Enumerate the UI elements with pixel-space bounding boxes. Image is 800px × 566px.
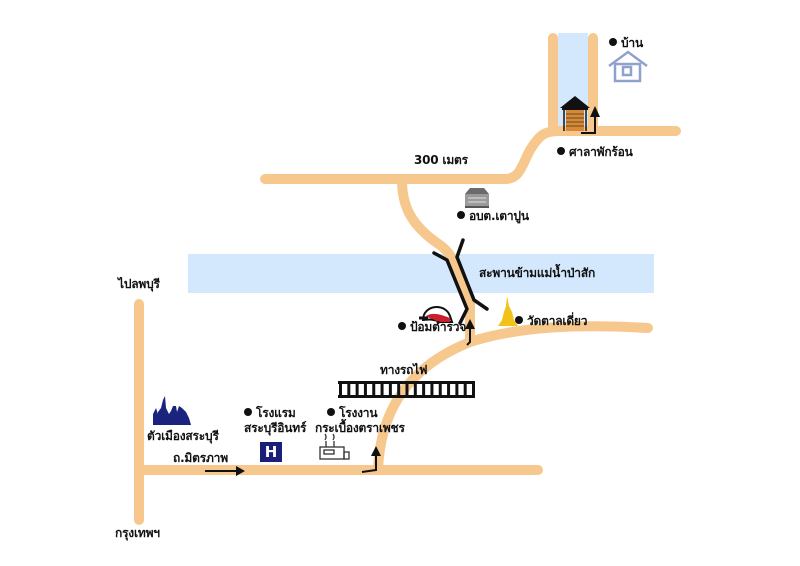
city-skyline-icon — [153, 396, 191, 425]
hotel-h-icon: H — [260, 442, 282, 462]
rail-sleeper — [422, 381, 426, 398]
direction-arrow-icon — [361, 446, 381, 473]
rail-sleeper — [339, 381, 342, 398]
label-text: สระบุรีอินทร์ — [244, 421, 307, 435]
rail-sleeper — [355, 381, 359, 398]
label-tao-pun-sao: อบต.เตาปูน — [457, 209, 529, 223]
rail-sleeper — [430, 381, 434, 398]
label-text: ศาลาพักร้อน — [569, 145, 633, 159]
road-bridge — [397, 175, 475, 347]
label-text: บ้าน — [621, 36, 643, 50]
rail-sleeper — [405, 381, 409, 398]
pasak-river — [188, 254, 654, 293]
rail-sleeper — [363, 381, 367, 398]
factory-icon — [319, 433, 350, 460]
direction-arrow-icon — [205, 466, 245, 476]
direction-arrow-icon — [581, 106, 600, 134]
rail-sleeper — [463, 381, 467, 398]
rail-sleeper — [472, 381, 475, 398]
house-icon — [608, 50, 648, 83]
label-home: บ้าน — [609, 36, 643, 50]
label-hotel: โรงแรม สระบุรีอินทร์ — [244, 406, 306, 436]
bullet-dot — [327, 408, 335, 416]
label-rest-pavilion: ศาลาพักร้อน — [557, 145, 633, 159]
label-text: ป้อมตำรวจ — [410, 320, 467, 334]
direction-arrow-icon — [465, 319, 475, 346]
road-curve-south — [373, 321, 653, 475]
label-bangkok: กรุงเทพฯ — [115, 526, 160, 540]
bullet-dot — [515, 316, 523, 324]
label-saraburi-city: ตัวเมืองสระบุรี — [147, 429, 219, 443]
rail-sleeper — [347, 381, 351, 398]
label-police-box: ป้อมตำรวจ — [398, 320, 466, 334]
railway-track — [338, 381, 475, 398]
bullet-dot — [457, 211, 465, 219]
label-text: โรงงาน — [339, 406, 378, 420]
label-text: โรงแรม — [256, 406, 296, 420]
rail-sleeper — [372, 381, 376, 398]
label-text: วัดตาลเดี่ยว — [527, 314, 588, 328]
label-text: กระเบื้องตราเพชร — [315, 421, 405, 435]
bullet-dot — [244, 408, 252, 416]
label-distance: 300 เมตร — [414, 153, 468, 167]
government-office-icon — [465, 188, 489, 208]
label-bridge: สะพานข้ามแม่น้ำป่าสัก — [479, 266, 596, 280]
police-helmet-icon — [419, 306, 454, 323]
bridge — [432, 238, 489, 325]
rail-sleeper — [447, 381, 451, 398]
rail-sleeper — [438, 381, 442, 398]
label-factory: โรงงาน กระเบื้องตราเพชร — [315, 406, 405, 436]
label-text: อบต.เตาปูน — [469, 209, 529, 223]
label-to-lopburi: ไปลพบุรี — [118, 277, 160, 291]
bullet-dot — [557, 147, 565, 155]
label-railway: ทางรถไฟ — [380, 363, 428, 377]
rail-sleeper — [380, 381, 384, 398]
rail-sleeper — [455, 381, 459, 398]
svg-text:H: H — [265, 443, 278, 461]
rail-sleeper — [397, 381, 401, 398]
bullet-dot — [609, 38, 617, 46]
rail-sleeper — [413, 381, 417, 398]
label-mittraphap-road: ถ.มิตรภาพ — [173, 451, 228, 465]
bullet-dot — [398, 322, 406, 330]
pavilion-icon — [560, 96, 590, 131]
label-temple: วัดตาลเดี่ยว — [515, 314, 587, 328]
temple-stupa-icon — [498, 296, 518, 326]
rail-sleeper — [388, 381, 392, 398]
